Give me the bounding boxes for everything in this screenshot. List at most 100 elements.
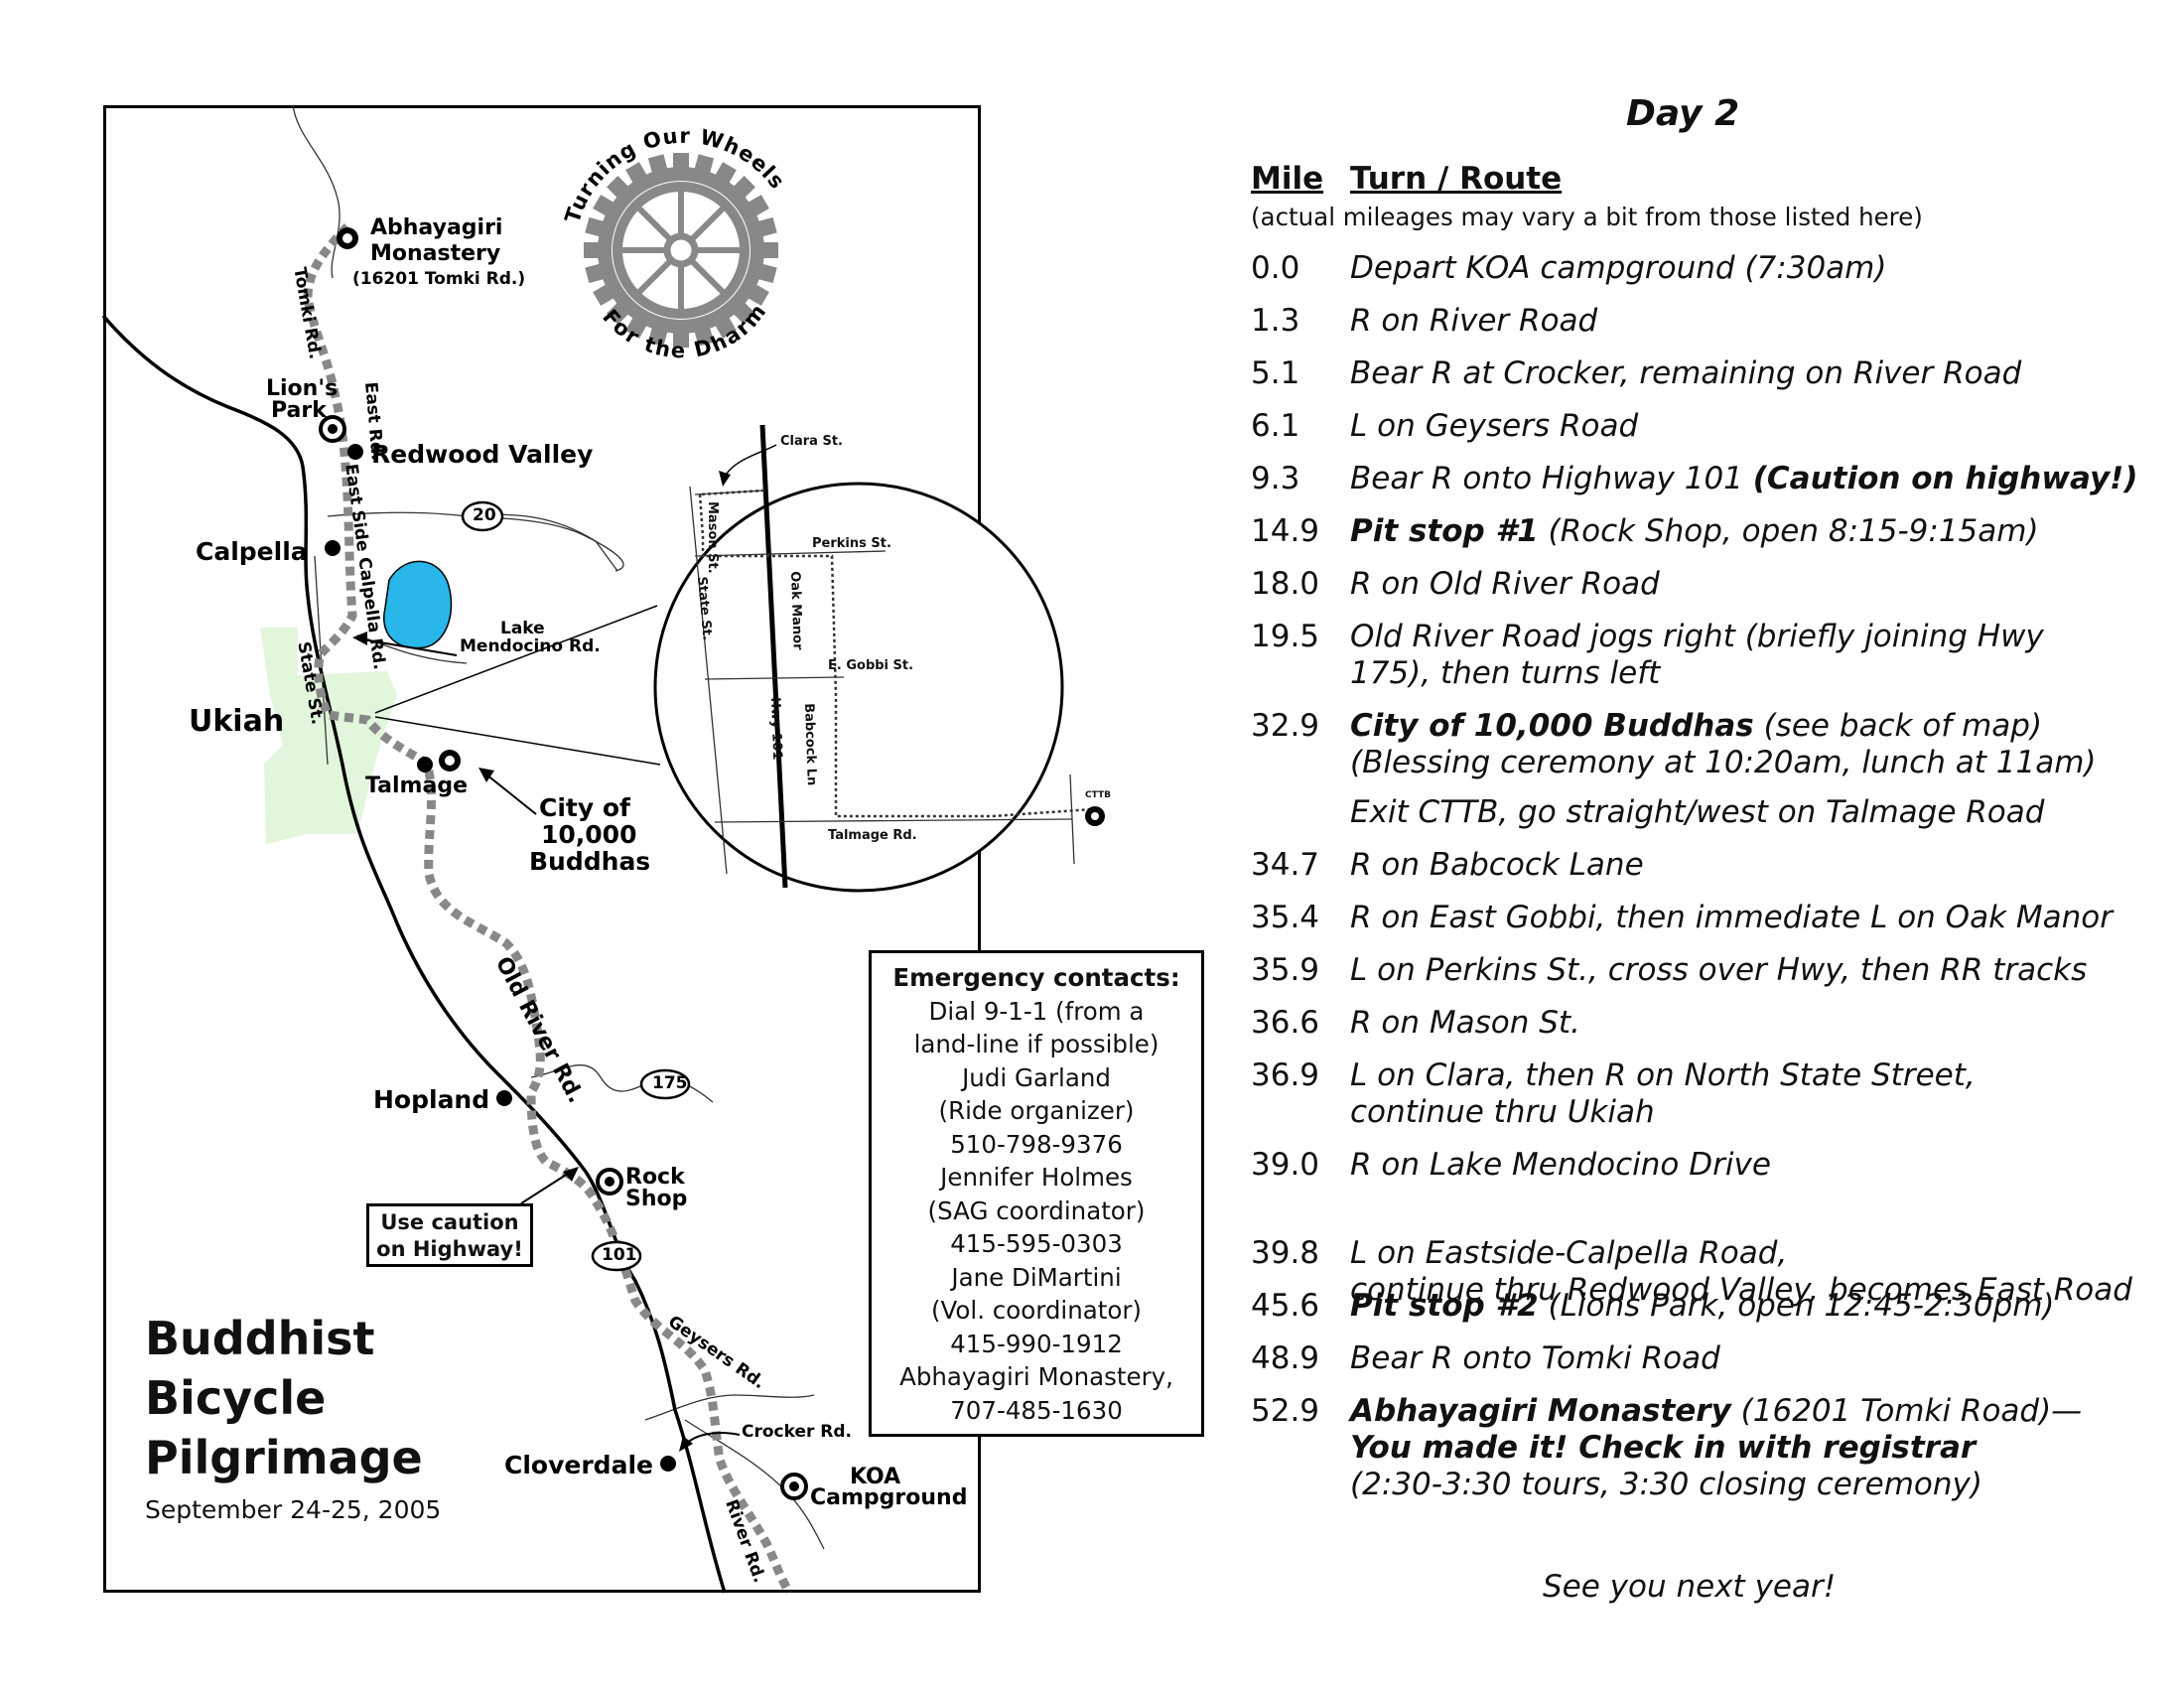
rock-shop-label-2: Shop [625, 1187, 688, 1211]
inset-state-st [689, 486, 728, 875]
cue-turn: R on River Road [1350, 303, 2164, 340]
talmage-label: Talmage [365, 773, 468, 798]
emergency-contacts: Emergency contacts: Dial 9-1-1 (from a l… [869, 950, 1204, 1437]
cue-mile: 34.7 [1251, 847, 1320, 883]
caution-arrow [520, 1171, 572, 1204]
cue-turn: L on Eastside-Calpella Road,continue thr… [1350, 1235, 2164, 1309]
cue-turn-text: Old River Road jogs right (briefly joini… [1350, 619, 2044, 654]
inset-perkins-label: Perkins St. [812, 536, 891, 551]
cue-mile: 6.1 [1251, 408, 1300, 444]
caution-line-1: Use caution [380, 1210, 519, 1234]
talmage-dot [417, 757, 433, 773]
cttb-arrow [485, 773, 537, 815]
emergency-line: Jane DiMartini [951, 1262, 1122, 1292]
cue-turn-text: R on Old River Road [1350, 566, 1660, 602]
hopland-label: Hopland [373, 1085, 490, 1114]
pilgrimage-title: Buddhist Bicycle Pilgrimage [145, 1309, 423, 1487]
turn-header: Turn / Route [1350, 161, 1563, 197]
cue-turn-text: R on Lake Mendocino Drive [1350, 1147, 1771, 1183]
cue-turn-text: (see back of map) [1753, 708, 2043, 744]
cue-turn-text: L on Clara, then R on North State Street… [1350, 1057, 1976, 1093]
emergency-line: (Vol. coordinator) [930, 1296, 1142, 1325]
cue-turn-text: Exit CTTB, go straight/west on Talmage R… [1350, 794, 2045, 830]
inset-clara-label: Clara St. [780, 434, 843, 449]
inset-cttb-road [1069, 773, 1075, 865]
hopland-dot [496, 1090, 512, 1106]
bicycle-route [303, 222, 793, 1596]
day-title: Day 2 [1626, 93, 1740, 134]
cue-mile: 35.9 [1251, 952, 1320, 988]
cue-turn: Bear R onto Highway 101 (Caution on high… [1350, 461, 2164, 497]
inset-hwy-101-label: Hwy 101 [767, 697, 785, 761]
rock-shop-icon [596, 1168, 623, 1195]
calpella-label: Calpella [196, 537, 308, 566]
lions-park-label-2: Park [271, 398, 327, 423]
emergency-line: land-line if possible) [913, 1030, 1160, 1058]
crocker-rd-label: Crocker Rd. [742, 1422, 853, 1442]
emergency-line: 415-990-1912 [950, 1329, 1123, 1358]
hwy-101-label: 101 [602, 1245, 637, 1265]
cttb-label-2: 10,000 [541, 820, 637, 849]
hwy-175-shield [639, 1068, 691, 1100]
cue-turn-text: (Rock Shop, open 8:15-9:15am) [1538, 513, 2039, 549]
hwy-20-label: 20 [473, 505, 496, 525]
emergency-line: Jennifer Holmes [940, 1163, 1133, 1192]
cue-mile: 14.9 [1251, 513, 1320, 549]
cue-mile: 9.3 [1251, 461, 1300, 496]
cue-turn-bold: Abhayagiri Monastery [1350, 1393, 1731, 1429]
cue-turn-line3: (2:30-3:30 tours, 3:30 closing ceremony) [1350, 1467, 1982, 1502]
inset-hwy-101 [759, 424, 788, 889]
cue-turn: Old River Road jogs right (briefly joini… [1350, 619, 2164, 692]
cue-turn: Bear R onto Tomki Road [1350, 1340, 2164, 1377]
cue-turn-bold: Pit stop #1 [1350, 513, 1539, 549]
rock-shop-label-1: Rock [625, 1165, 685, 1190]
caution-line-2: on Highway! [376, 1237, 523, 1261]
emergency-line: 510-798-9376 [950, 1129, 1123, 1159]
hwy-101-shield [591, 1240, 642, 1272]
cue-turn: Pit stop #1 (Rock Shop, open 8:15-9:15am… [1350, 513, 2164, 550]
cttb-arrowhead [478, 768, 494, 782]
cttb-icon [439, 750, 461, 772]
cue-turn-text: Bear R onto Highway 101 [1350, 461, 1753, 496]
cue-turn: L on Perkins St., cross over Hwy, then R… [1350, 952, 2164, 989]
lake-mendocino [383, 560, 453, 649]
cue-turn: Exit CTTB, go straight/west on Talmage R… [1350, 794, 2164, 831]
inset-gobbi-label: E. Gobbi St. [828, 658, 914, 673]
cue-turn-text: Bear R at Crocker, remaining on River Ro… [1350, 355, 2022, 391]
closing-message: See you next year! [1543, 1569, 1837, 1605]
redwood-valley-label: Redwood Valley [371, 440, 594, 469]
caution-arrowhead [563, 1167, 579, 1182]
cue-turn-text: R on Mason St. [1350, 1005, 1580, 1041]
cue-mile: 32.9 [1251, 708, 1320, 744]
river-line [292, 104, 341, 279]
inset-cttb-icon [1085, 806, 1105, 826]
cue-turn-text: Depart KOA campground (7:30am) [1350, 250, 1887, 286]
inset-route-2 [699, 489, 765, 496]
cue-turn: Pit stop #2 (Lions Park, open 12:45-2:30… [1350, 1288, 2164, 1325]
cue-turn-text: R on River Road [1350, 303, 1598, 339]
cue-mile: 1.3 [1251, 303, 1300, 339]
cue-mile: 5.1 [1251, 355, 1300, 391]
inset-oak-manor-label: Oak Manor [787, 571, 805, 650]
cue-mile: 0.0 [1251, 250, 1300, 286]
mileage-note: (actual mileages may vary a bit from tho… [1251, 203, 1923, 231]
cue-mile: 35.4 [1251, 900, 1320, 935]
cue-turn-text: (Lions Park, open 12:45-2:30pm) [1538, 1288, 2055, 1324]
cue-mile: 39.8 [1251, 1235, 1320, 1271]
cue-turn: City of 10,000 Buddhas (see back of map)… [1350, 708, 2164, 781]
cue-turn-line2: You made it! Check in with registrar [1350, 1430, 1977, 1466]
emergency-line: Dial 9-1-1 (from a [928, 996, 1145, 1026]
inset-clara-arrow [724, 444, 777, 478]
crocker-arrowhead [679, 1436, 693, 1452]
emergency-line: Judi Garland [962, 1062, 1111, 1092]
cue-turn: R on Old River Road [1350, 566, 2164, 603]
inset-mason-label: Mason St. [705, 501, 720, 574]
caution-callout: Use caution on Highway! [366, 1203, 533, 1267]
cue-turn: R on East Gobbi, then immediate L on Oak… [1350, 900, 2164, 936]
cue-turn-text: R on Babcock Lane [1350, 847, 1644, 883]
lake-road-arrowhead [352, 632, 367, 645]
title-line-2: Bicycle [145, 1371, 327, 1425]
ukiah-area [260, 628, 397, 844]
cue-turn: R on Lake Mendocino Drive [1350, 1147, 2164, 1184]
